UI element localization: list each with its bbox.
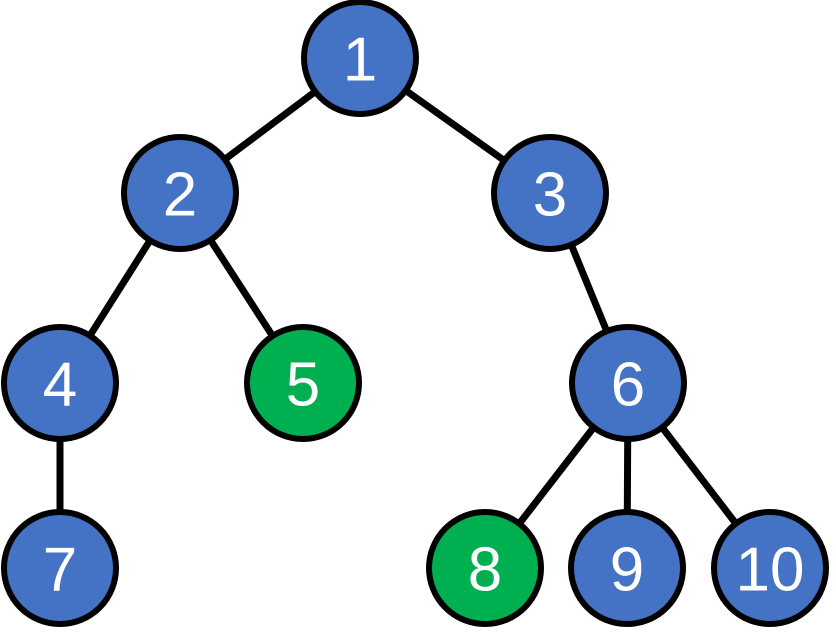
tree-node-5[interactable]: 5 [244, 324, 362, 442]
tree-node-circle-5[interactable] [244, 324, 362, 442]
tree-node-circle-2[interactable] [121, 134, 239, 252]
tree-node-2[interactable]: 2 [121, 134, 239, 252]
tree-node-circle-1[interactable] [301, 0, 419, 117]
tree-node-circle-3[interactable] [491, 134, 609, 252]
tree-node-label-6: 6 [611, 351, 645, 420]
tree-node-circle-10[interactable] [711, 509, 829, 627]
tree-edge-6-10 [657, 422, 741, 529]
edges-layer [56, 85, 741, 529]
tree-node-label-9: 9 [610, 536, 644, 605]
tree-node-label-2: 2 [163, 161, 197, 230]
tree-edge-2-4 [85, 235, 155, 341]
tree-node-circle-8[interactable] [426, 509, 544, 627]
tree-node-label-3: 3 [533, 161, 567, 230]
tree-edge-1-2 [220, 87, 320, 164]
tree-edge-2-5 [205, 235, 278, 341]
tree-node-8[interactable]: 8 [426, 509, 544, 627]
tree-node-6[interactable]: 6 [569, 324, 687, 442]
tree-node-10[interactable]: 10 [711, 509, 829, 627]
tree-node-1[interactable]: 1 [301, 0, 419, 117]
tree-node-4[interactable]: 4 [1, 324, 119, 442]
nodes-layer: 1 2 3 4 5 6 7 8 9 10 [1, 0, 829, 627]
tree-node-circle-9[interactable] [568, 509, 686, 627]
tree-node-9[interactable]: 9 [568, 509, 686, 627]
tree-node-label-8: 8 [468, 536, 502, 605]
tree-node-label-5: 5 [286, 351, 320, 420]
tree-edge-3-6 [566, 240, 612, 336]
tree-node-3[interactable]: 3 [491, 134, 609, 252]
tree-node-label-7: 7 [43, 536, 77, 605]
tree-node-label-1: 1 [343, 26, 377, 95]
tree-node-circle-7[interactable] [1, 509, 119, 627]
tree-node-label-10: 10 [736, 536, 805, 605]
tree-node-label-4: 4 [43, 351, 77, 420]
tree-node-circle-6[interactable] [569, 324, 687, 442]
tree-edge-6-8 [514, 422, 599, 529]
tree-edge-1-3 [401, 85, 509, 166]
tree-node-circle-4[interactable] [1, 324, 119, 442]
tree-node-7[interactable]: 7 [1, 509, 119, 627]
